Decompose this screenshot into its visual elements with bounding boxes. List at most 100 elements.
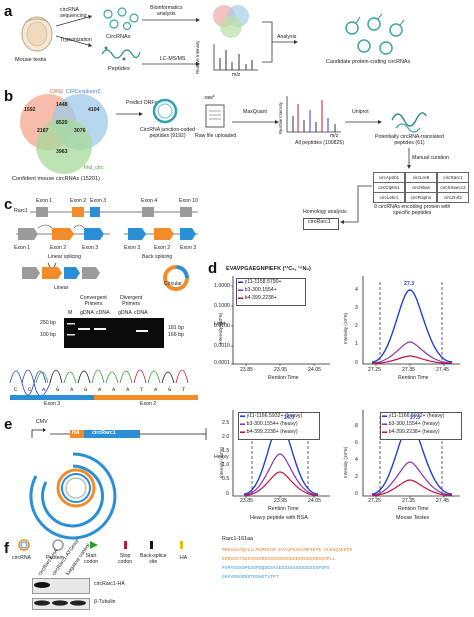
pre-mrna-circ [124,228,198,240]
legend-protein: Peotein [46,555,64,561]
base: A [42,386,46,393]
table-cell: circRaph1 [405,192,437,203]
log-tick-3: 0.0100 [214,323,230,329]
linear-label: Linear [54,285,69,291]
legend-backsplice: Back-splice site [140,553,167,565]
legend-b3: ▬ b3-300.1554+ [238,287,277,293]
venn-value-3: 4104 [88,107,100,113]
legend-start: Start codon [84,553,99,565]
exon3-bar-label: Exon 3 [44,401,61,407]
base: T [182,386,186,393]
xlabel-tr: Rention Time [398,375,429,381]
legend-b4: ▬ b4-399.2238+ [238,295,277,301]
legend-ha: HA [180,555,188,561]
lin-tick-bl6: 0 [226,491,229,497]
gel-band-166: 166 bp [168,332,184,338]
x-tick-l1: 23.85 [240,367,253,373]
legend-text: y11-1166.5932+ (heavy) [388,413,445,419]
legend-text: b3-300.1554+ (heavy) [388,421,440,427]
base: A [112,386,116,393]
venn-diagram [20,94,108,174]
arrow-maxquant [232,120,279,124]
lin-tick-br3: 4 [355,457,358,463]
exon-label-2: Exon 2 [70,198,87,204]
lin-tick-tr5: 0 [355,360,358,366]
log-tick-1: 1.0000 [214,283,230,289]
legend-heavy-left [238,412,320,440]
construct-label: circRarc1 [92,430,116,436]
venn-value-4: 8520 [56,120,68,126]
band-label-ha: circRarc1-HA [94,581,125,587]
x-tick-r1: 27.25 [368,367,381,373]
uniprot-label: Uniprot [352,109,369,115]
ylabel-br: Intensity (10^6) [343,446,348,478]
lin-tick-bl2: 2.0 [222,434,230,440]
rolling-circle [29,452,117,540]
exon2-bar-label: Exon 2 [140,401,157,407]
rel-intensity-a: Realtive Intensity [195,40,200,74]
xic-light-left [231,276,330,366]
x-tick-bl2: 23.95 [274,498,287,504]
trypsin-label: Trypsinization [60,37,92,43]
base: T [140,386,144,393]
arrow-homology [340,185,372,224]
maxquant-label: MaxQuant [243,109,267,115]
legend-stop: Stop codon [118,553,133,565]
lin-tick-br2: 6 [355,440,358,446]
peak-label-bl: 24.0 [284,415,295,421]
base: G [168,386,172,393]
exon-label-4: Exon 4 [141,198,158,204]
gel-col-gdna1: gDNA [80,310,94,316]
convergent-label: Convergent Primers [80,295,107,307]
ylabel-tr: Intensity (10^6) [343,312,348,344]
x-tick-bl3: 24.05 [308,498,321,504]
linear-splicing-label: Linear splicing [48,254,82,260]
base: A [70,386,74,393]
pre-mrna-linear [16,224,110,240]
panel-c-letter: c [4,196,13,213]
construct-diagram [31,428,207,440]
panel-b-letter: b [4,88,14,105]
seq-line-2: ERRSSSTSEESSSSRSSSSSSEEEEEEEEEEEERSSSPLL [222,557,336,562]
venn-label-circexplorer2: CIRCexplorer2 [66,89,101,95]
seq-title: Rarc1-161aa [222,536,254,542]
lin-tick-bl1: 2.5 [222,420,230,426]
table-cell: circLekr1 [373,192,405,203]
base: C [28,386,32,393]
potential-label: Potentially circRNA-translated peptides … [375,134,444,146]
legend-heavy-r-y11: ▬ y11-1166.5932+ (heavy) [382,413,445,419]
western-blot-top [32,578,90,594]
xlabel-bl: Rention Time [268,506,299,512]
lin-tick-tr2: 3 [355,305,358,311]
band-label-tubulin: β-Tubulin [94,599,116,605]
lin-tick-bl4: 1.0 [222,462,230,468]
x-tick-br3: 27.45 [436,498,449,504]
mini-spectrum [213,44,258,71]
legend-text: b4-399.2238+ (heavy) [388,429,440,435]
seq-text: MREDAGAQALLLMAPKEGR EVAVPGAEGNPIEFK GLKS… [222,548,353,553]
x-tick-l2: 23.95 [274,367,287,373]
gel-col-gdna2: gDNA [118,310,132,316]
x-tick-r3: 27.45 [436,367,449,373]
peptides-label: Peptides [108,66,130,72]
legend-heavy-r-b4: ▬ b4-399.2238+ (heavy) [382,429,440,435]
exon-circ-1: Exon 3 [124,245,141,251]
peptide-spectrum [286,96,341,133]
table-cell: circZnrf2 [437,192,469,203]
lin-tick-bl5: 0.5 [222,476,230,482]
rel-intensity-b: Realtive Intensity [278,102,283,134]
legend-heavy-b3: ▬ b3-300.1554+ (heavy) [240,421,298,427]
base: A [126,386,130,393]
lin-tick-tr3: 2 [355,323,358,329]
log-tick-2: 0.1000 [214,303,230,309]
legend-circrna: circRNA [12,555,32,561]
legend-text: y11-1158.5790+ [244,279,282,285]
xic-heavy-right [362,410,460,498]
exon-circ-3: Exon 3 [180,245,197,251]
xlabel-tl: Rention Time [268,375,299,381]
x-tick-bl1: 23.85 [240,498,253,504]
candidate-icon [345,13,405,55]
peak-label-tr: 27.3 [404,281,415,287]
venn-label-findcirc: find_circ [84,165,104,171]
lcms-label: LC-MS/MS [160,56,186,62]
